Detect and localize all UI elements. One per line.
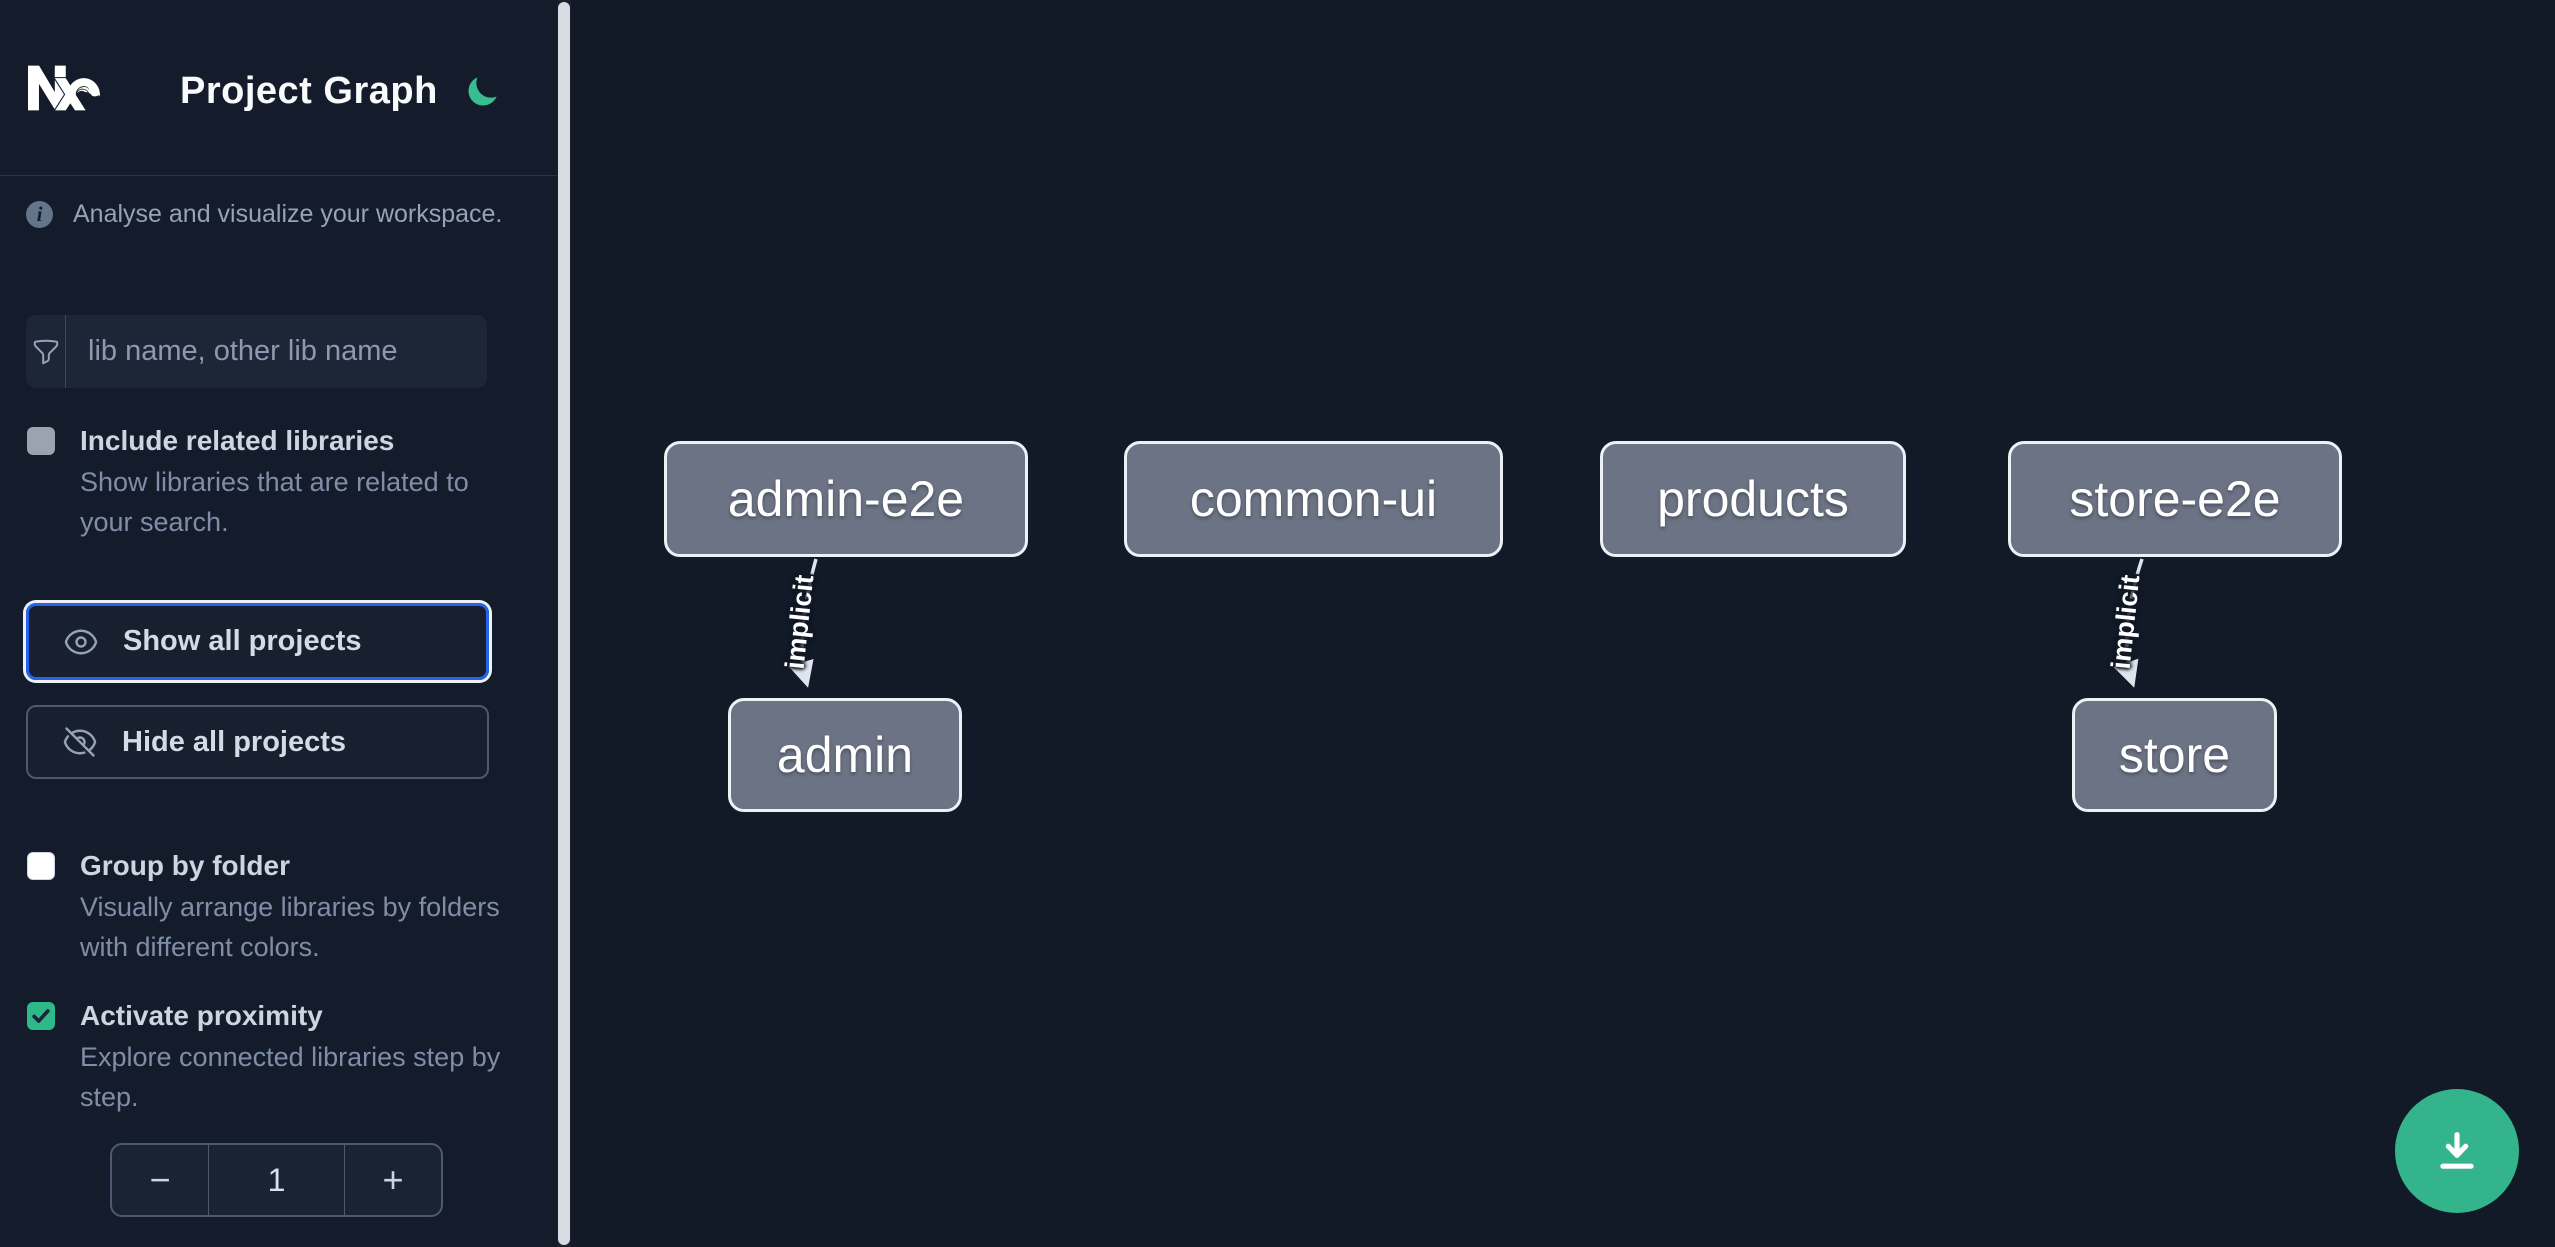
sidebar-header: Project Graph: [0, 0, 557, 176]
proximity-stepper: − 1 +: [110, 1143, 443, 1217]
group-by-folder-checkbox[interactable]: [27, 852, 55, 880]
download-icon: [2440, 1132, 2474, 1169]
moon-icon: [468, 77, 497, 106]
include-related-checkbox[interactable]: [27, 427, 55, 455]
hide-all-projects-button[interactable]: Hide all projects: [26, 705, 489, 779]
graph-node-common-ui[interactable]: common-ui: [1124, 441, 1503, 557]
graph-node-products[interactable]: products: [1600, 441, 1906, 557]
include-related-label[interactable]: Include related libraries: [80, 425, 395, 456]
theme-toggle-button[interactable]: [458, 68, 506, 116]
toggle-include-related: Include related libraries Show libraries…: [27, 420, 512, 542]
group-by-folder-label[interactable]: Group by folder: [80, 850, 290, 881]
graph-node-admin[interactable]: admin: [728, 698, 962, 812]
sidebar: Project Graph i Analyse and visualize yo…: [0, 0, 557, 1247]
edge-admin-e2e-to-admin[interactable]: [788, 558, 818, 688]
activate-proximity-checkbox[interactable]: [27, 1002, 55, 1030]
sidebar-scrollbar-track: [557, 0, 571, 1247]
edges-group: [788, 558, 2144, 688]
graph-node-store-e2e[interactable]: store-e2e: [2008, 441, 2342, 557]
search-box: [26, 315, 487, 388]
proximity-value: 1: [208, 1145, 345, 1215]
info-icon: i: [26, 201, 53, 228]
filter-icon: [26, 315, 66, 388]
workspace-tagline-row: i Analyse and visualize your workspace.: [26, 200, 502, 229]
search-input[interactable]: [66, 315, 487, 388]
show-all-projects-label: Show all projects: [123, 625, 362, 657]
eye-slash-icon: [63, 727, 97, 757]
graph-node-store[interactable]: store: [2072, 698, 2277, 812]
nx-logo: [28, 65, 100, 111]
hide-all-projects-label: Hide all projects: [122, 725, 347, 758]
proximity-decrement-button[interactable]: −: [112, 1145, 208, 1215]
graph-node-admin-e2e[interactable]: admin-e2e: [664, 441, 1028, 557]
toggle-activate-proximity: Activate proximity Explore connected lib…: [27, 995, 512, 1117]
page-title: Project Graph: [180, 70, 438, 112]
sidebar-scrollbar-thumb[interactable]: [558, 2, 570, 1245]
workspace-tagline: Analyse and visualize your workspace.: [73, 200, 503, 228]
toggle-group-by-folder: Group by folder Visually arrange librari…: [27, 845, 512, 967]
group-by-folder-description: Visually arrange libraries by folders wi…: [80, 892, 500, 962]
proximity-increment-button[interactable]: +: [345, 1145, 441, 1215]
checkmark-icon: [32, 1009, 50, 1023]
activate-proximity-label[interactable]: Activate proximity: [80, 1000, 323, 1031]
activate-proximity-description: Explore connected libraries step by step…: [80, 1042, 501, 1112]
edge-store-e2e-to-store[interactable]: [2113, 558, 2144, 688]
show-all-projects-button[interactable]: Show all projects: [26, 603, 489, 680]
include-related-description: Show libraries that are related to your …: [80, 467, 469, 537]
eye-icon: [64, 629, 98, 654]
download-graph-button[interactable]: [2395, 1089, 2519, 1213]
